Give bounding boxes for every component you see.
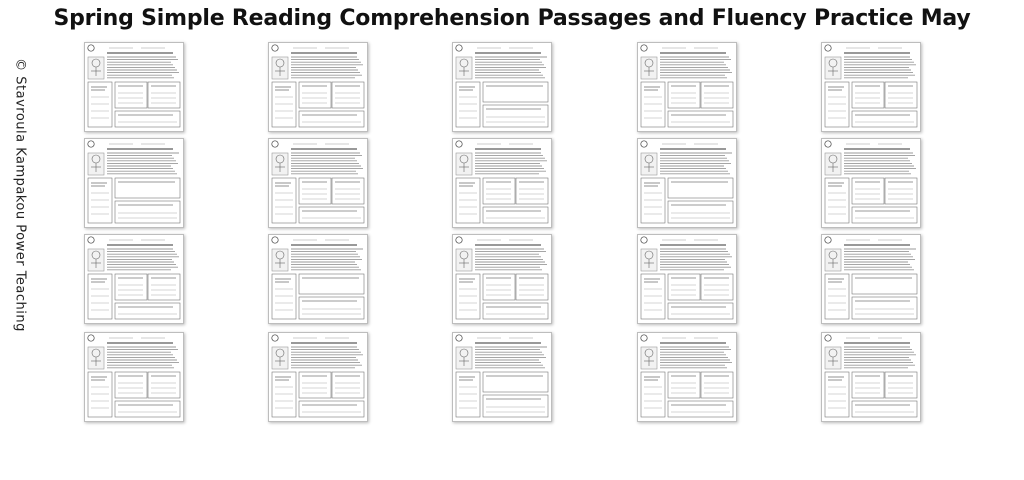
worksheet-thumbnail xyxy=(452,138,552,228)
worksheet-preview-graphic xyxy=(271,140,365,224)
worksheet-thumbnail xyxy=(821,138,921,228)
worksheet-thumbnail xyxy=(84,138,184,228)
worksheet-thumbnail xyxy=(637,138,737,228)
worksheet-preview-graphic xyxy=(271,236,365,320)
page-title: Spring Simple Reading Comprehension Pass… xyxy=(53,6,971,31)
worksheet-thumbnail xyxy=(268,332,368,422)
worksheet-preview-graphic xyxy=(824,236,918,320)
worksheet-thumbnail xyxy=(821,42,921,132)
worksheet-preview-graphic xyxy=(640,44,734,128)
side-credit: © Stavroula Kampakou Power Teaching xyxy=(12,58,28,332)
worksheet-thumbnail xyxy=(452,42,552,132)
worksheet-preview-graphic xyxy=(824,334,918,418)
worksheet-preview-graphic xyxy=(271,44,365,128)
worksheet-preview-graphic xyxy=(824,44,918,128)
worksheet-thumbnail xyxy=(268,42,368,132)
worksheet-thumbnail xyxy=(821,332,921,422)
worksheet-preview-graphic xyxy=(87,334,181,418)
worksheet-thumbnail xyxy=(452,332,552,422)
worksheet-thumbnail xyxy=(84,332,184,422)
worksheet-thumbnail xyxy=(637,42,737,132)
worksheet-thumbnail xyxy=(268,138,368,228)
worksheet-thumbnail xyxy=(452,234,552,324)
worksheet-thumbnail xyxy=(84,234,184,324)
worksheet-preview-graphic xyxy=(87,140,181,224)
worksheet-preview-graphic xyxy=(455,140,549,224)
worksheet-preview-graphic xyxy=(640,140,734,224)
worksheet-preview-graphic xyxy=(87,236,181,320)
worksheet-preview-graphic xyxy=(640,334,734,418)
worksheet-thumbnail xyxy=(637,234,737,324)
worksheet-thumbnail xyxy=(821,234,921,324)
worksheet-preview-graphic xyxy=(271,334,365,418)
worksheet-preview-graphic xyxy=(87,44,181,128)
worksheet-preview-graphic xyxy=(455,44,549,128)
worksheet-thumbnail xyxy=(268,234,368,324)
worksheet-preview-graphic xyxy=(824,140,918,224)
worksheet-thumbnail-grid xyxy=(84,42,1004,426)
worksheet-thumbnail xyxy=(84,42,184,132)
worksheet-preview-graphic xyxy=(455,334,549,418)
worksheet-preview-graphic xyxy=(455,236,549,320)
worksheet-thumbnail xyxy=(637,332,737,422)
worksheet-preview-graphic xyxy=(640,236,734,320)
